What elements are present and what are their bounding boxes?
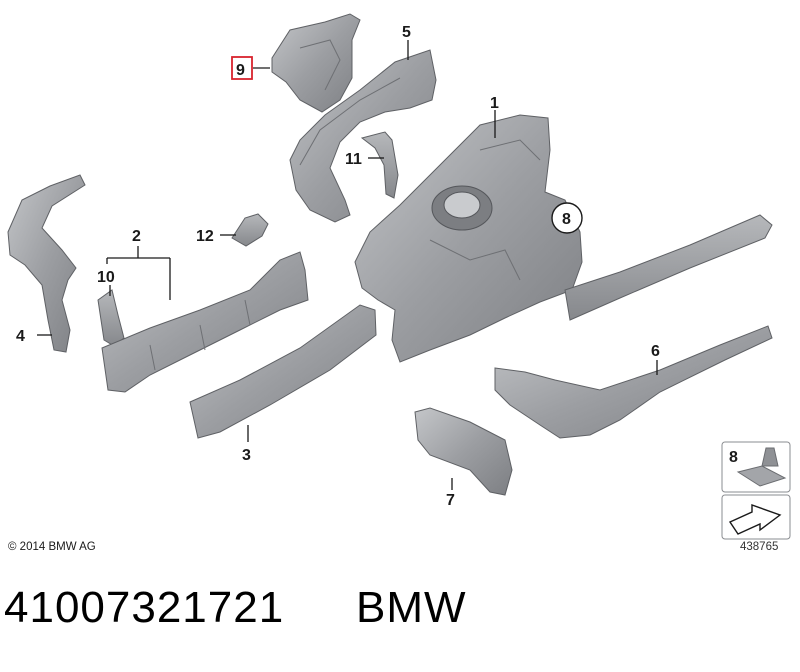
callout-10: 10 <box>97 269 115 286</box>
callout-12: 12 <box>196 228 214 245</box>
part-10 <box>97 289 125 347</box>
parts-diagram: 9 5 1 11 12 2 10 4 3 6 7 8 8 <box>7 13 791 540</box>
part-number: 41007321721 <box>4 583 285 632</box>
reference-number: 438765 <box>740 541 779 553</box>
part-1 <box>354 114 583 363</box>
legend-box-arrow <box>721 494 791 540</box>
legend-box-8-label: 8 <box>729 449 738 466</box>
part-6 <box>494 325 773 439</box>
callout-11: 11 <box>345 151 362 168</box>
callout-1: 1 <box>490 95 499 112</box>
part-11 <box>360 131 399 199</box>
part-5 <box>289 49 437 223</box>
callouts: 9 5 1 11 12 2 10 4 3 6 7 8 8 <box>16 24 738 509</box>
part-12 <box>231 213 269 247</box>
callout-9-highlight <box>231 56 253 80</box>
callout-6: 6 <box>651 343 660 360</box>
brand-name: BMW <box>356 583 467 632</box>
part-4 <box>7 174 86 353</box>
callout-8: 8 <box>562 211 571 228</box>
callout-5: 5 <box>402 24 411 41</box>
copyright-notice: © 2014 BMW AG <box>8 541 96 553</box>
part-8-weld-nut <box>551 202 583 234</box>
footer: 41007321721 BMW <box>0 583 800 643</box>
part-7 <box>414 407 513 496</box>
callout-4: 4 <box>16 328 25 345</box>
callout-3: 3 <box>242 447 251 464</box>
part-9 <box>271 13 361 113</box>
leader-lines <box>37 40 658 490</box>
arrow-icon <box>728 504 782 535</box>
callout-9: 9 <box>236 62 245 79</box>
part-3 <box>189 304 377 439</box>
part-2 <box>101 251 309 393</box>
callout-7: 7 <box>446 492 455 509</box>
legend-box-8 <box>721 441 791 493</box>
callout-2: 2 <box>132 228 141 245</box>
part-longitudinal-upper <box>564 214 773 321</box>
